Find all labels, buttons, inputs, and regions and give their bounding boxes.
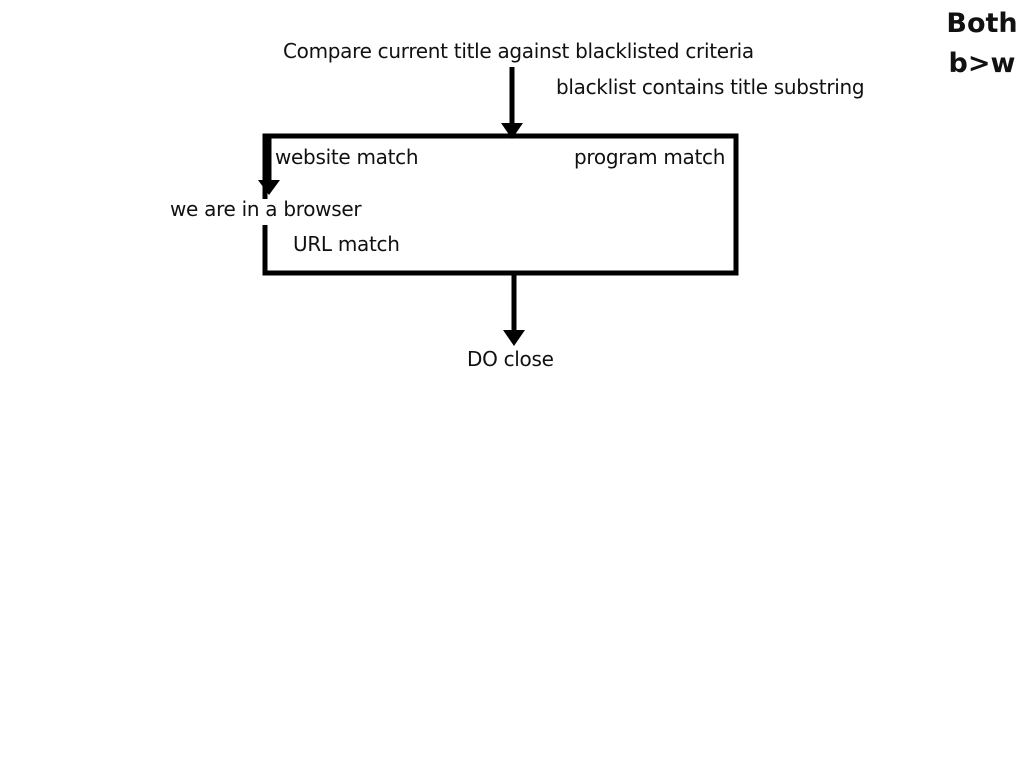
- corner-note-line2: b>w: [948, 48, 1016, 79]
- bottom-arrow-head: [503, 330, 525, 346]
- url-match-label: URL match: [293, 232, 400, 256]
- corner-note-line1: Both: [946, 8, 1018, 39]
- program-match-label: program match: [574, 145, 726, 169]
- result-label: DO close: [467, 347, 554, 371]
- condition-label: blacklist contains title substring: [556, 75, 865, 99]
- website-match-label: website match: [275, 145, 419, 169]
- corner-note: Both b>w: [944, 4, 1020, 84]
- top-label: Compare current title against blackliste…: [283, 39, 754, 63]
- browser-label: we are in a browser: [170, 199, 362, 225]
- website-arrow-head: [258, 180, 280, 195]
- top-arrow-head: [501, 123, 523, 139]
